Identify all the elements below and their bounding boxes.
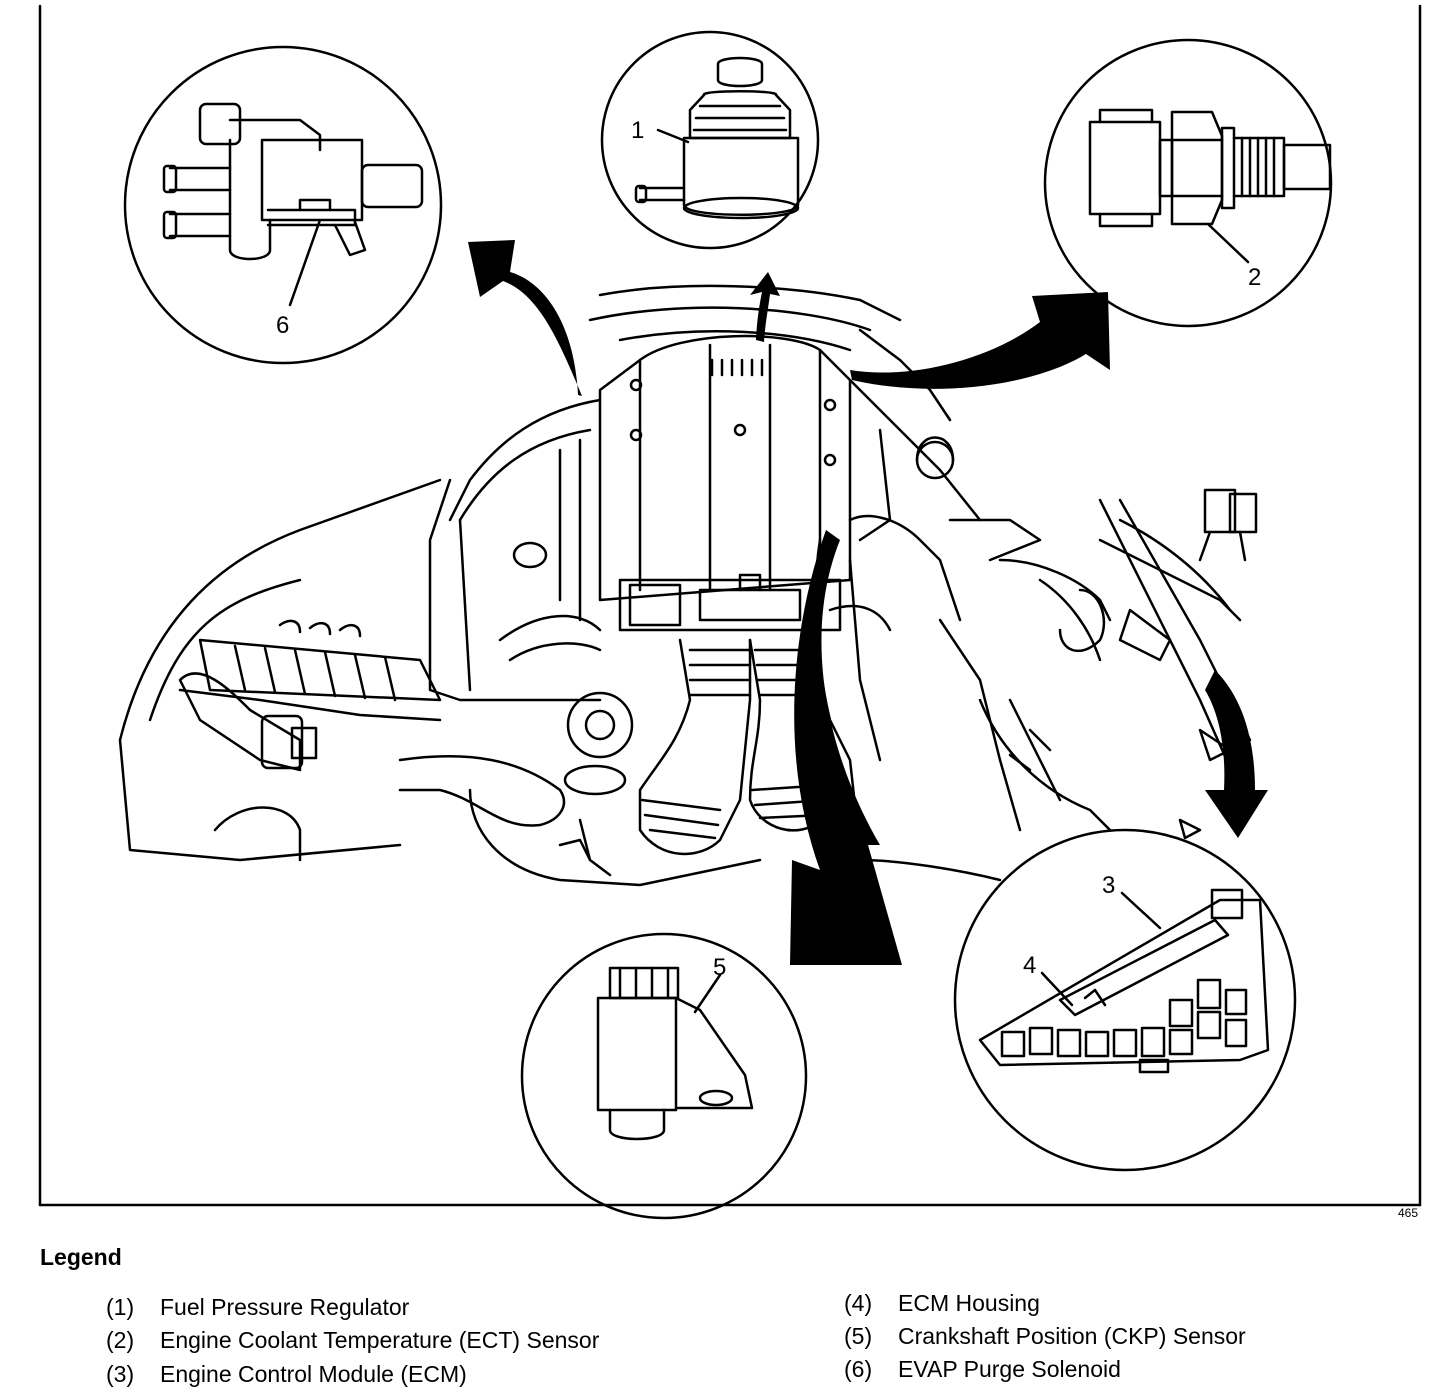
legend-item-5: (5) Crankshaft Position (CKP) Sensor <box>844 1323 1246 1350</box>
legend-title: Legend <box>40 1244 122 1270</box>
arrow-to-evap-purge-solenoid <box>468 240 582 396</box>
callout-circle-ckp-sensor <box>520 932 808 1220</box>
legend-item-label: Engine Coolant Temperature (ECT) Sensor <box>160 1327 600 1353</box>
legend-item-number: (4) <box>844 1290 873 1316</box>
legend-item-3: (3) Engine Control Module (ECM) <box>106 1361 467 1388</box>
arrow-to-ect-sensor <box>850 292 1110 389</box>
legend-item-number: (5) <box>844 1323 873 1349</box>
callout-circle-evap-purge-solenoid <box>123 45 443 365</box>
arrow-to-ecm <box>1205 670 1268 838</box>
arrow-to-ckp-sensor <box>790 530 902 965</box>
arrow-to-fuel-pressure-regulator <box>750 272 780 342</box>
legend-item-label: EVAP Purge Solenoid <box>898 1356 1121 1382</box>
callout-circle-ecm-and-housing <box>953 828 1297 1172</box>
figure-frame <box>38 4 1422 1207</box>
callout-circle-fuel-pressure-regulator <box>600 30 820 250</box>
legend-item-label: Fuel Pressure Regulator <box>160 1294 410 1320</box>
legend-item-label: Crankshaft Position (CKP) Sensor <box>898 1323 1246 1349</box>
legend-item-1: (1) Fuel Pressure Regulator <box>106 1294 409 1321</box>
callout-6: 6 <box>276 312 289 339</box>
callout-3: 3 <box>1102 872 1115 899</box>
legend-item-number: (2) <box>106 1327 135 1353</box>
legend-item-number: (1) <box>106 1294 135 1320</box>
legend-item-2: (2) Engine Coolant Temperature (ECT) Sens… <box>106 1327 599 1354</box>
engine-bay-drawing <box>118 284 1258 887</box>
legend-item-label: ECM Housing <box>898 1290 1040 1316</box>
figure-id: 465 <box>1398 1206 1419 1220</box>
callout-circle-ect-sensor <box>1043 38 1333 328</box>
callout-5: 5 <box>713 954 726 981</box>
callout-2: 2 <box>1248 264 1261 291</box>
legend-item-6: (6) EVAP Purge Solenoid <box>844 1356 1121 1383</box>
callout-4: 4 <box>1023 952 1036 979</box>
legend-item-label: Engine Control Module (ECM) <box>160 1361 467 1387</box>
arrows <box>468 240 1268 965</box>
legend-item-number: (3) <box>106 1361 135 1387</box>
legend-item-4: (4) ECM Housing <box>844 1290 1040 1317</box>
legend-item-number: (6) <box>844 1356 873 1382</box>
callout-1: 1 <box>631 117 644 144</box>
